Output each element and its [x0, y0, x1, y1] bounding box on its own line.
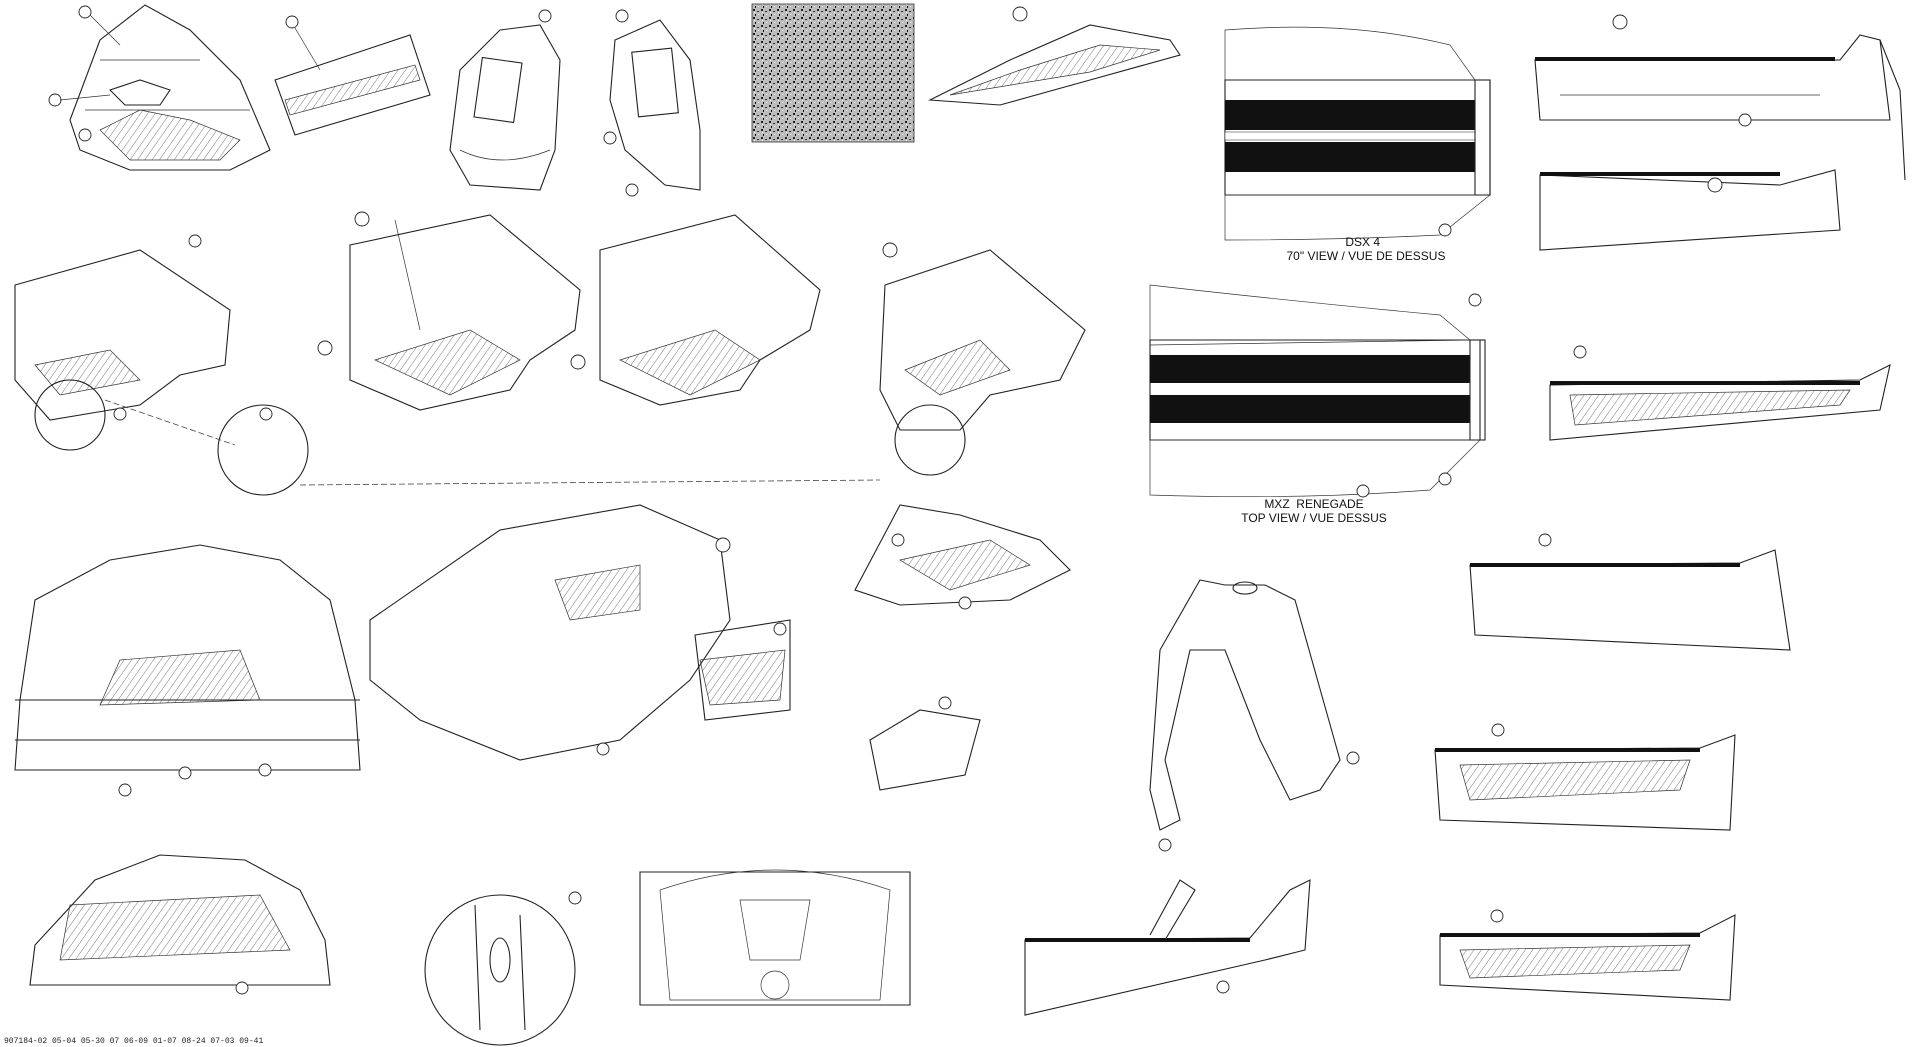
tunnel-decal-right-1 [1534, 14, 1906, 181]
side-rail-decal [927, 6, 1181, 106]
console-front-view [639, 869, 911, 1006]
tunnel-decal-right-5 [1434, 723, 1736, 831]
hood-front-view-top-left [48, 4, 271, 171]
tunnel-decal-right-3 [1549, 345, 1891, 441]
mxz-top-view-label: MXZ RENEGADE TOP VIEW / VUE DESSUS [1241, 497, 1387, 525]
tunnel-decal-right-6 [1439, 909, 1736, 1001]
side-panel-iso-1 [14, 234, 309, 496]
footer-code: 907184-02 05-04 05-30 07 06-09 01-07 08-… [4, 1037, 264, 1046]
long-tunnel-rail-decal [1024, 879, 1311, 1016]
photo-decal-block [751, 3, 915, 143]
small-corner-decal [869, 696, 981, 791]
rear-hood-view [29, 854, 331, 995]
mxz-tunnel-top-view [1149, 284, 1486, 498]
dsx-tunnel-top-view [1224, 26, 1491, 241]
detail-circle-view [424, 891, 582, 1046]
seat-frame-front-view [1149, 579, 1360, 852]
side-panel-left [449, 9, 561, 191]
side-panel-iso-4 [299, 242, 1086, 486]
front-bumper-view [14, 544, 361, 797]
side-panel-iso-3 [570, 183, 821, 406]
tunnel-decal-right-4 [1469, 533, 1791, 651]
decal-strip-panel [274, 15, 431, 136]
chassis-iso-view [369, 504, 791, 761]
dsx-top-view-label: DSX 4 70" VIEW / VUE DE DESSUS [1286, 235, 1446, 263]
nose-decal [854, 504, 1071, 610]
side-panel-right [603, 9, 701, 191]
tunnel-decal-right-2 [1539, 169, 1841, 251]
side-panel-iso-2 [317, 211, 581, 411]
